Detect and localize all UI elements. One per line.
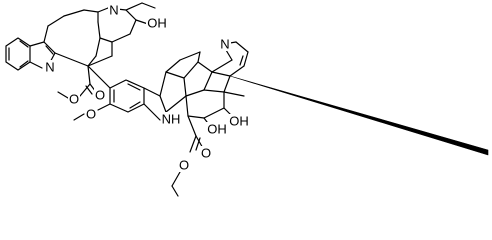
- atom-o-bottom-alkoxy: O: [179, 158, 189, 173]
- indole-pyrrole-ring: [29, 41, 56, 69]
- aromatic-methoxy: [73, 103, 111, 121]
- bond-network: [5, 2, 489, 197]
- atom-o-left-alkoxy: O: [69, 92, 79, 107]
- atom-labels: N OH N N NH OH OH O O O O O: [44, 3, 250, 173]
- upper-azacycle: [43, 7, 137, 67]
- atom-oh-top: OH: [147, 16, 167, 31]
- left-methyl-ester: [57, 65, 97, 99]
- atom-n-piperidine: N: [109, 3, 118, 18]
- atom-n-vindoline: N: [220, 37, 229, 52]
- atom-nh-vindoline: NH: [162, 112, 181, 127]
- indoline-ring: [143, 87, 167, 121]
- atom-o-methoxy: O: [86, 107, 96, 122]
- atom-o-bottom-carbonyl: O: [201, 146, 211, 161]
- ethyl-wedge: [223, 75, 489, 156]
- atom-n-indole: N: [45, 60, 54, 75]
- vindoline-aliphatic-cage: [159, 41, 249, 119]
- atom-o-left-carbonyl: O: [95, 88, 105, 103]
- molecular-structure-diagram: N OH N N NH OH OH O O O O O: [0, 0, 492, 219]
- atom-oh-c4: OH: [229, 114, 249, 129]
- diagram-background: [0, 0, 492, 219]
- atom-oh-c3: OH: [207, 122, 227, 137]
